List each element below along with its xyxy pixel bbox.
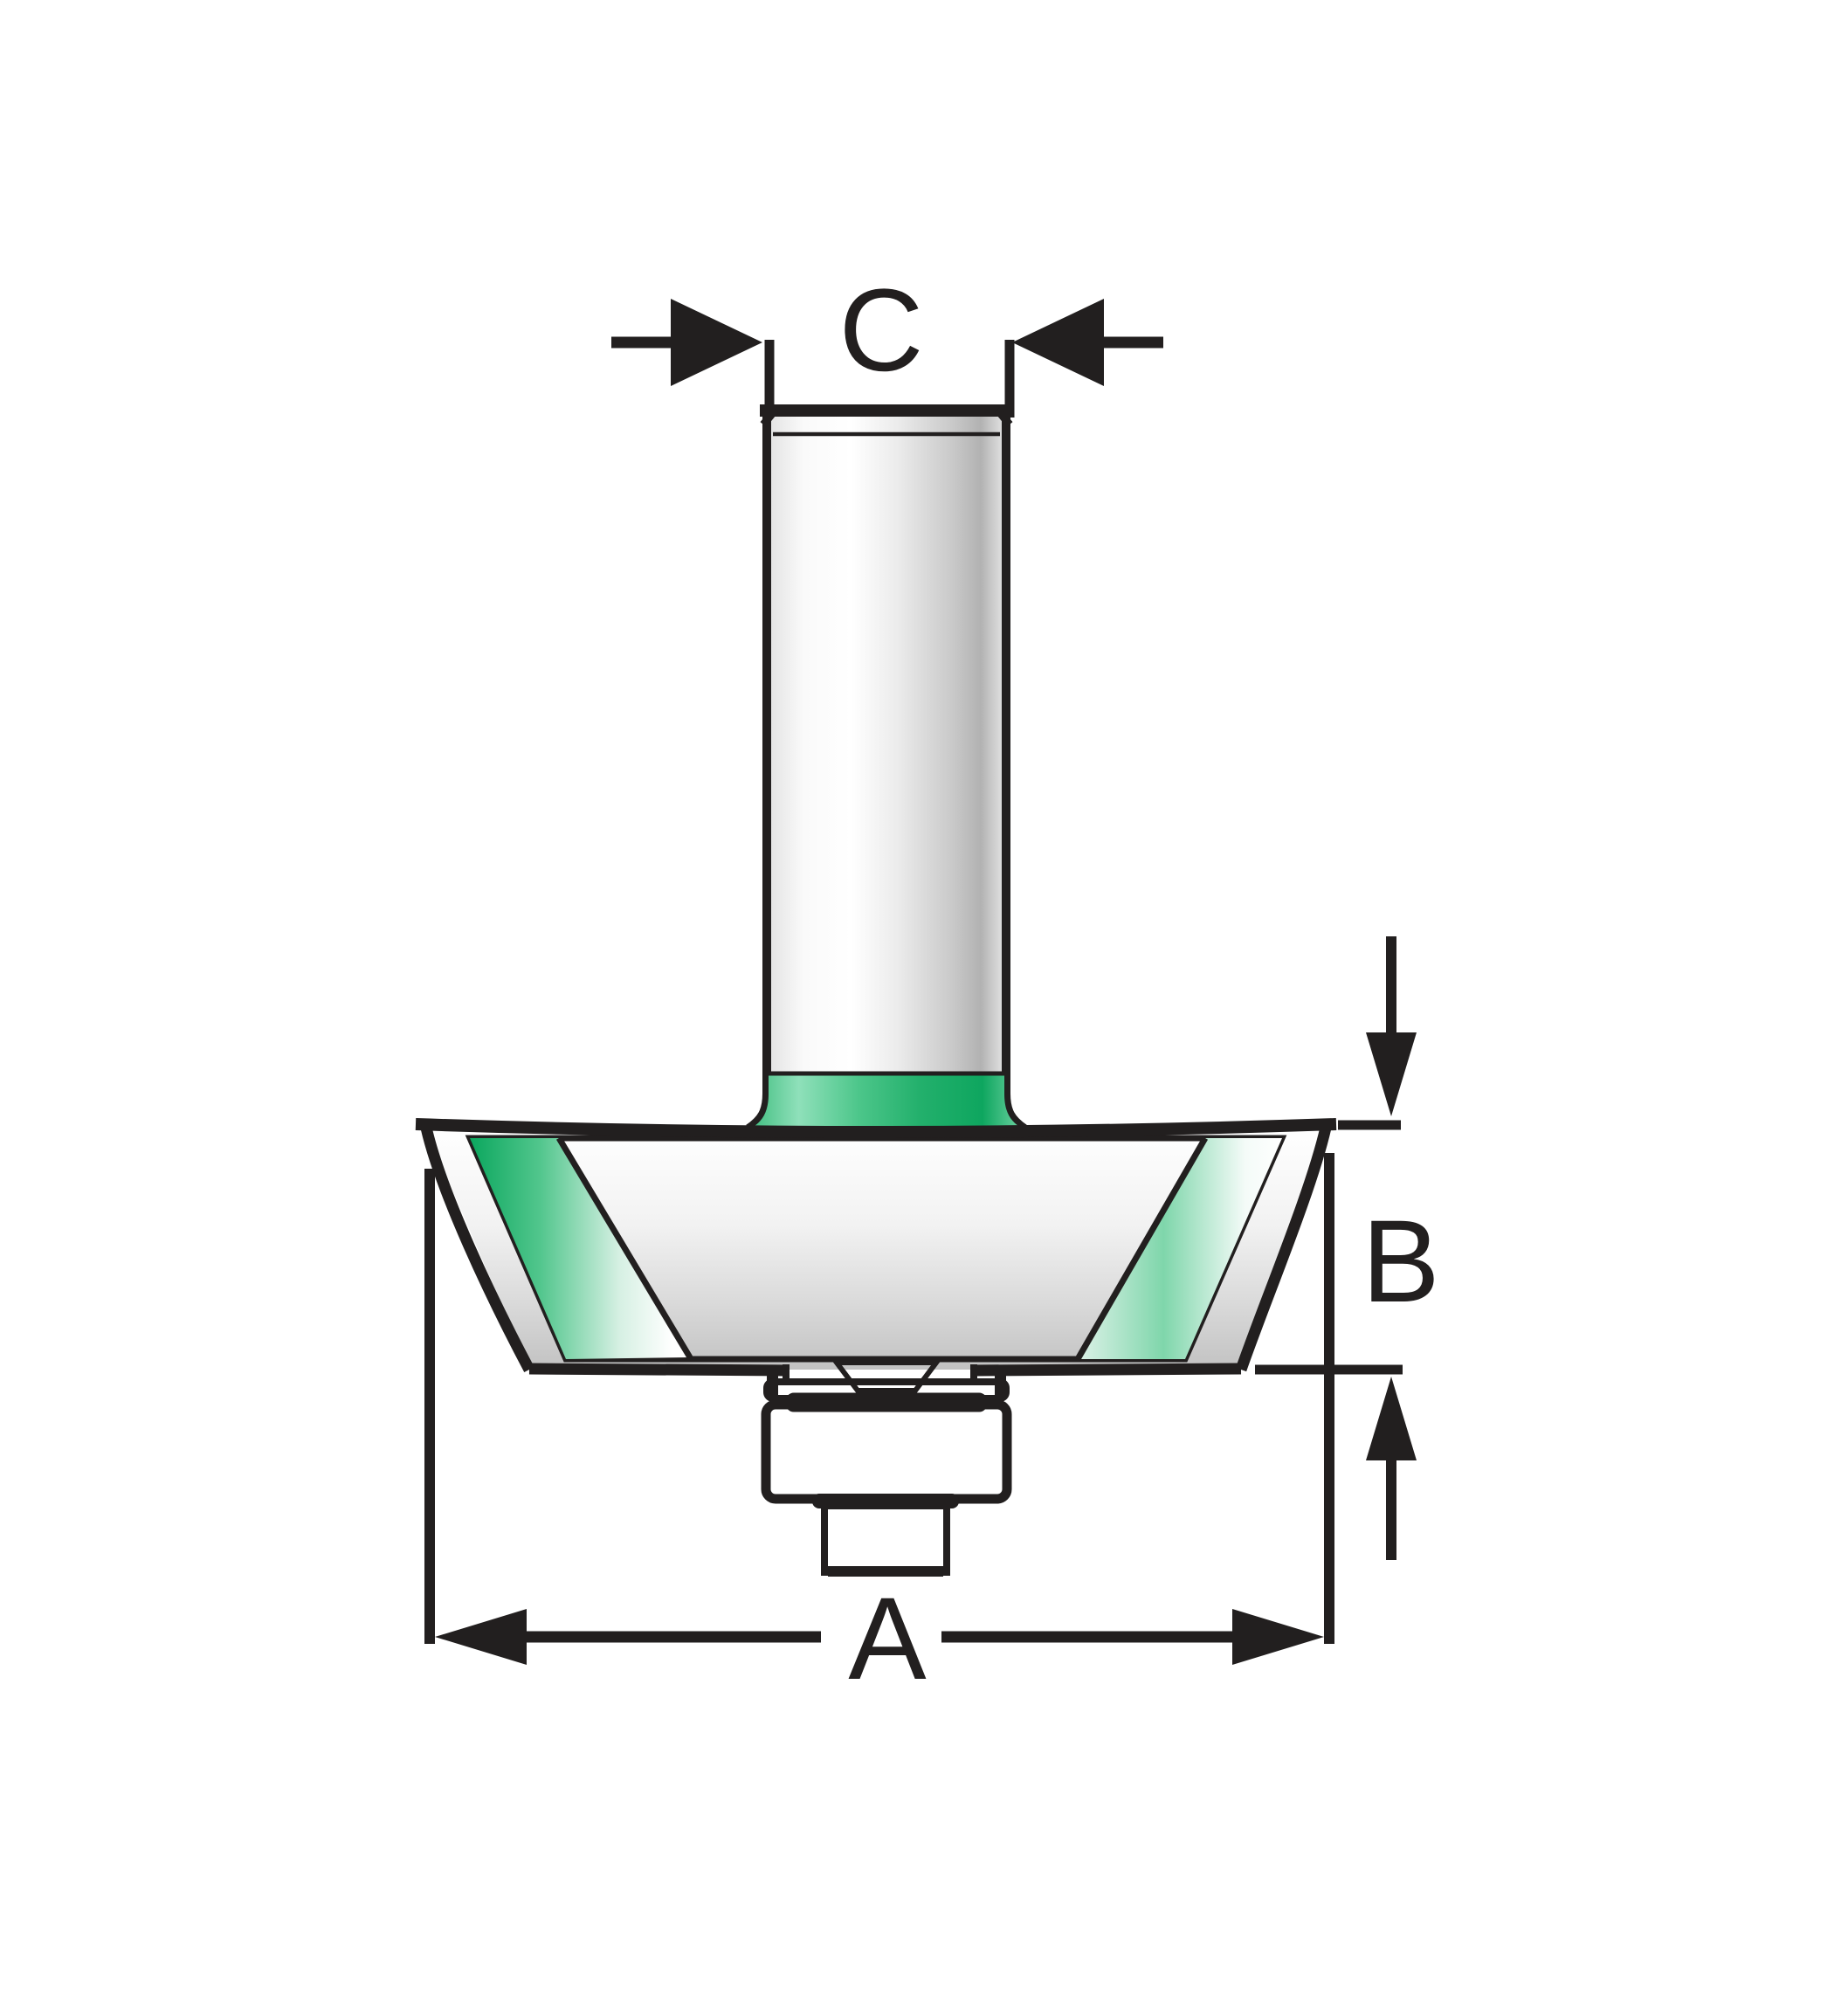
dim-c-arrowhead-left: [671, 299, 762, 386]
retaining-nut: [821, 1502, 950, 1576]
dim-a-arrowhead-left: [435, 1609, 527, 1665]
cutter-bottom-edge-right: [973, 1363, 1242, 1377]
cutter-side-right: [1235, 1126, 1332, 1372]
neck-fill: [749, 1073, 1024, 1133]
cutter-head: [415, 1118, 1337, 1381]
router-bit: [415, 404, 1337, 1577]
cutter-flute-band-right: [1078, 1138, 1282, 1359]
dim-c-label: C: [839, 266, 924, 396]
flute-line-left: [555, 1136, 693, 1359]
dim-b-arrowhead-down: [1366, 1032, 1417, 1116]
shank: [746, 404, 1027, 1133]
dim-a-label: A: [848, 1574, 927, 1704]
flute-line-right: [1074, 1136, 1209, 1361]
shank-top-corner-right: [994, 407, 1013, 427]
bearing-assembly: [761, 1360, 1012, 1577]
cutter-bottom-edge-left: [528, 1363, 787, 1377]
bearing: [761, 1399, 1012, 1504]
cutter-flute-band-left: [470, 1138, 690, 1359]
neck: [749, 1071, 1024, 1133]
shank-left-outline: [746, 413, 771, 1133]
dimension-c: C: [611, 266, 1163, 418]
cutter-top-edge: [415, 1118, 1337, 1138]
dimension-b: B: [1255, 936, 1440, 1560]
dimension-a: A: [424, 1153, 1334, 1704]
dim-b-arrowhead-up: [1366, 1377, 1417, 1460]
cutter-side-left: [420, 1126, 534, 1373]
dim-b-label: B: [1362, 1197, 1439, 1327]
shank-body: [769, 411, 1004, 1076]
dim-a-arrowhead-right: [1232, 1609, 1324, 1665]
dim-c-arrowhead-right: [1012, 299, 1104, 386]
shank-right-outline: [1002, 413, 1027, 1133]
